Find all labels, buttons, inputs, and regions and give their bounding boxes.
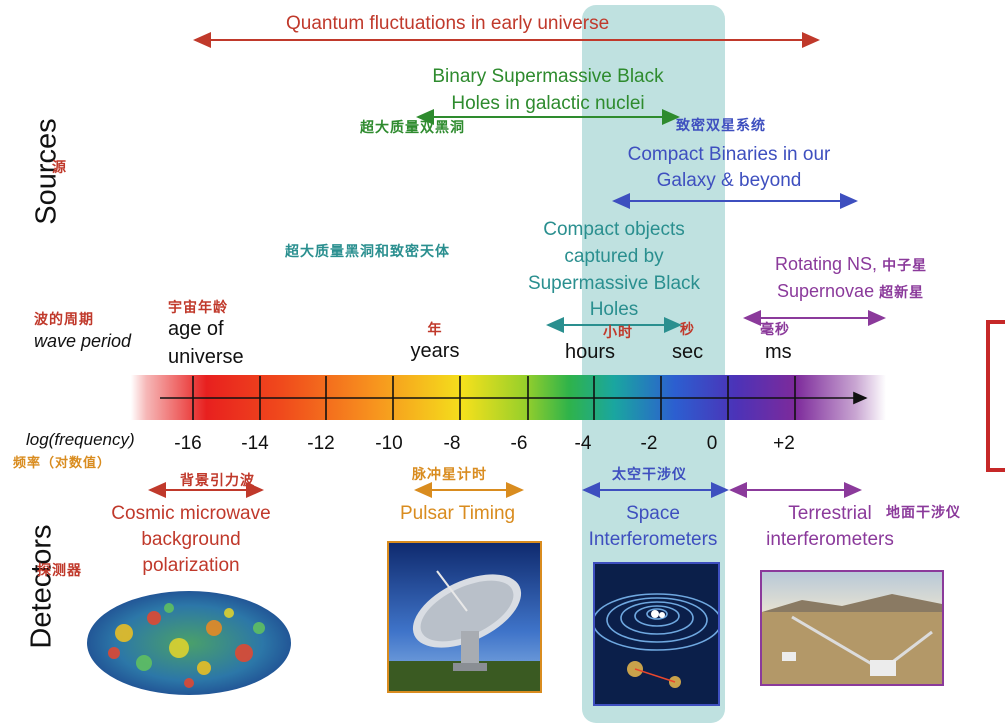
emri-label-line1: Compact objects xyxy=(543,219,685,240)
terrestrial-label-line2: interferometers xyxy=(766,529,894,550)
terrestrial-interferometer-image xyxy=(760,570,944,686)
ms-cn-label: 毫秒 xyxy=(760,322,790,338)
years-cn-label: 年 xyxy=(427,322,443,338)
age-of-universe-label-line1: age of xyxy=(168,318,224,340)
tick-label: -8 xyxy=(443,433,461,454)
years-label: years xyxy=(410,340,460,362)
terrestrial-label-line1: Terrestrial xyxy=(788,503,872,524)
terrestrial-cn-label: 地面干涉仪 xyxy=(886,505,961,521)
spacetime-ripple-icon xyxy=(595,564,718,704)
rotating-ns-text: Rotating NS, xyxy=(775,254,878,274)
compact-binaries-cn-label: 致密双星系统 xyxy=(676,118,766,134)
axis-ticks xyxy=(192,376,796,420)
cmb-cn-label: 背景引力波 xyxy=(180,473,255,489)
sec-cn-label: 秒 xyxy=(680,322,695,338)
tick-label: +2 xyxy=(773,433,795,454)
ms-label: ms xyxy=(765,341,792,363)
sec-label: sec xyxy=(672,341,704,363)
cmb-label-line2: background xyxy=(141,529,241,550)
log-frequency-cn-label: 频率（对数值） xyxy=(13,456,112,471)
tick-label: -12 xyxy=(307,433,335,454)
binary-smbh-cn-label: 超大质量双黑洞 xyxy=(360,120,465,136)
pulsar-label: Pulsar Timing xyxy=(400,503,516,524)
radio-telescope-icon xyxy=(389,543,540,691)
tick-label: -6 xyxy=(510,433,528,454)
supernovae-cn: 超新星 xyxy=(879,285,925,301)
cmb-label-line1: Cosmic microwave xyxy=(111,503,271,524)
compact-binaries-label-line2: Galaxy & beyond xyxy=(656,170,802,191)
tick-label: 0 xyxy=(706,433,718,454)
binary-smbh-label-line2: Holes in galactic nuclei xyxy=(451,93,645,114)
emri-label-line4: Holes xyxy=(589,299,639,320)
tick-label: -4 xyxy=(574,433,592,454)
compact-binaries-label-line1: Compact Binaries in our xyxy=(627,144,831,165)
space-label-line1: Space xyxy=(626,503,680,524)
log-frequency-label: log(frequency) xyxy=(26,430,135,449)
tick-label: -14 xyxy=(241,433,269,454)
tick-label: -10 xyxy=(375,433,403,454)
space-label-line2: Interferometers xyxy=(588,529,718,550)
radio-telescope-image xyxy=(387,541,542,693)
supernovae-text: Supernovae xyxy=(777,281,875,301)
hours-label: hours xyxy=(565,341,616,363)
cmb-label-line3: polarization xyxy=(142,555,240,576)
detectors-cn-label: 探测器 xyxy=(37,563,82,579)
highlight-frame xyxy=(986,320,1005,472)
wave-period-label: wave period xyxy=(34,331,132,351)
emri-cn-label: 超大质量黑洞和致密天体 xyxy=(285,244,450,260)
age-of-universe-label-line2: universe xyxy=(168,346,244,368)
sources-cn-label: 源 xyxy=(52,160,67,176)
binary-smbh-label-line1: Binary Supermassive Black xyxy=(432,66,664,87)
emri-label-line3: Supermassive Black xyxy=(527,273,701,294)
hours-cn-label: 小时 xyxy=(603,325,633,341)
emri-label-line2: captured by xyxy=(564,246,664,267)
ligo-site-icon xyxy=(762,572,942,684)
age-of-universe-cn-label: 宇宙年龄 xyxy=(168,300,228,316)
space-interferometer-image xyxy=(593,562,720,706)
wave-period-cn-label: 波的周期 xyxy=(34,312,94,328)
pulsar-cn-label: 脉冲星计时 xyxy=(412,467,487,483)
rotating-ns-cn: 中子星 xyxy=(882,258,928,274)
supernovae-label: Supernovae 超新星 xyxy=(777,281,924,302)
space-cn-label: 太空干涉仪 xyxy=(612,467,687,483)
tick-label: -2 xyxy=(640,433,658,454)
quantum-fluctuations-label: Quantum fluctuations in early universe xyxy=(286,13,610,34)
rotating-ns-label: Rotating NS, 中子星 xyxy=(775,254,927,275)
tick-label: -16 xyxy=(174,433,202,454)
cmb-sky-map-image xyxy=(87,591,291,695)
